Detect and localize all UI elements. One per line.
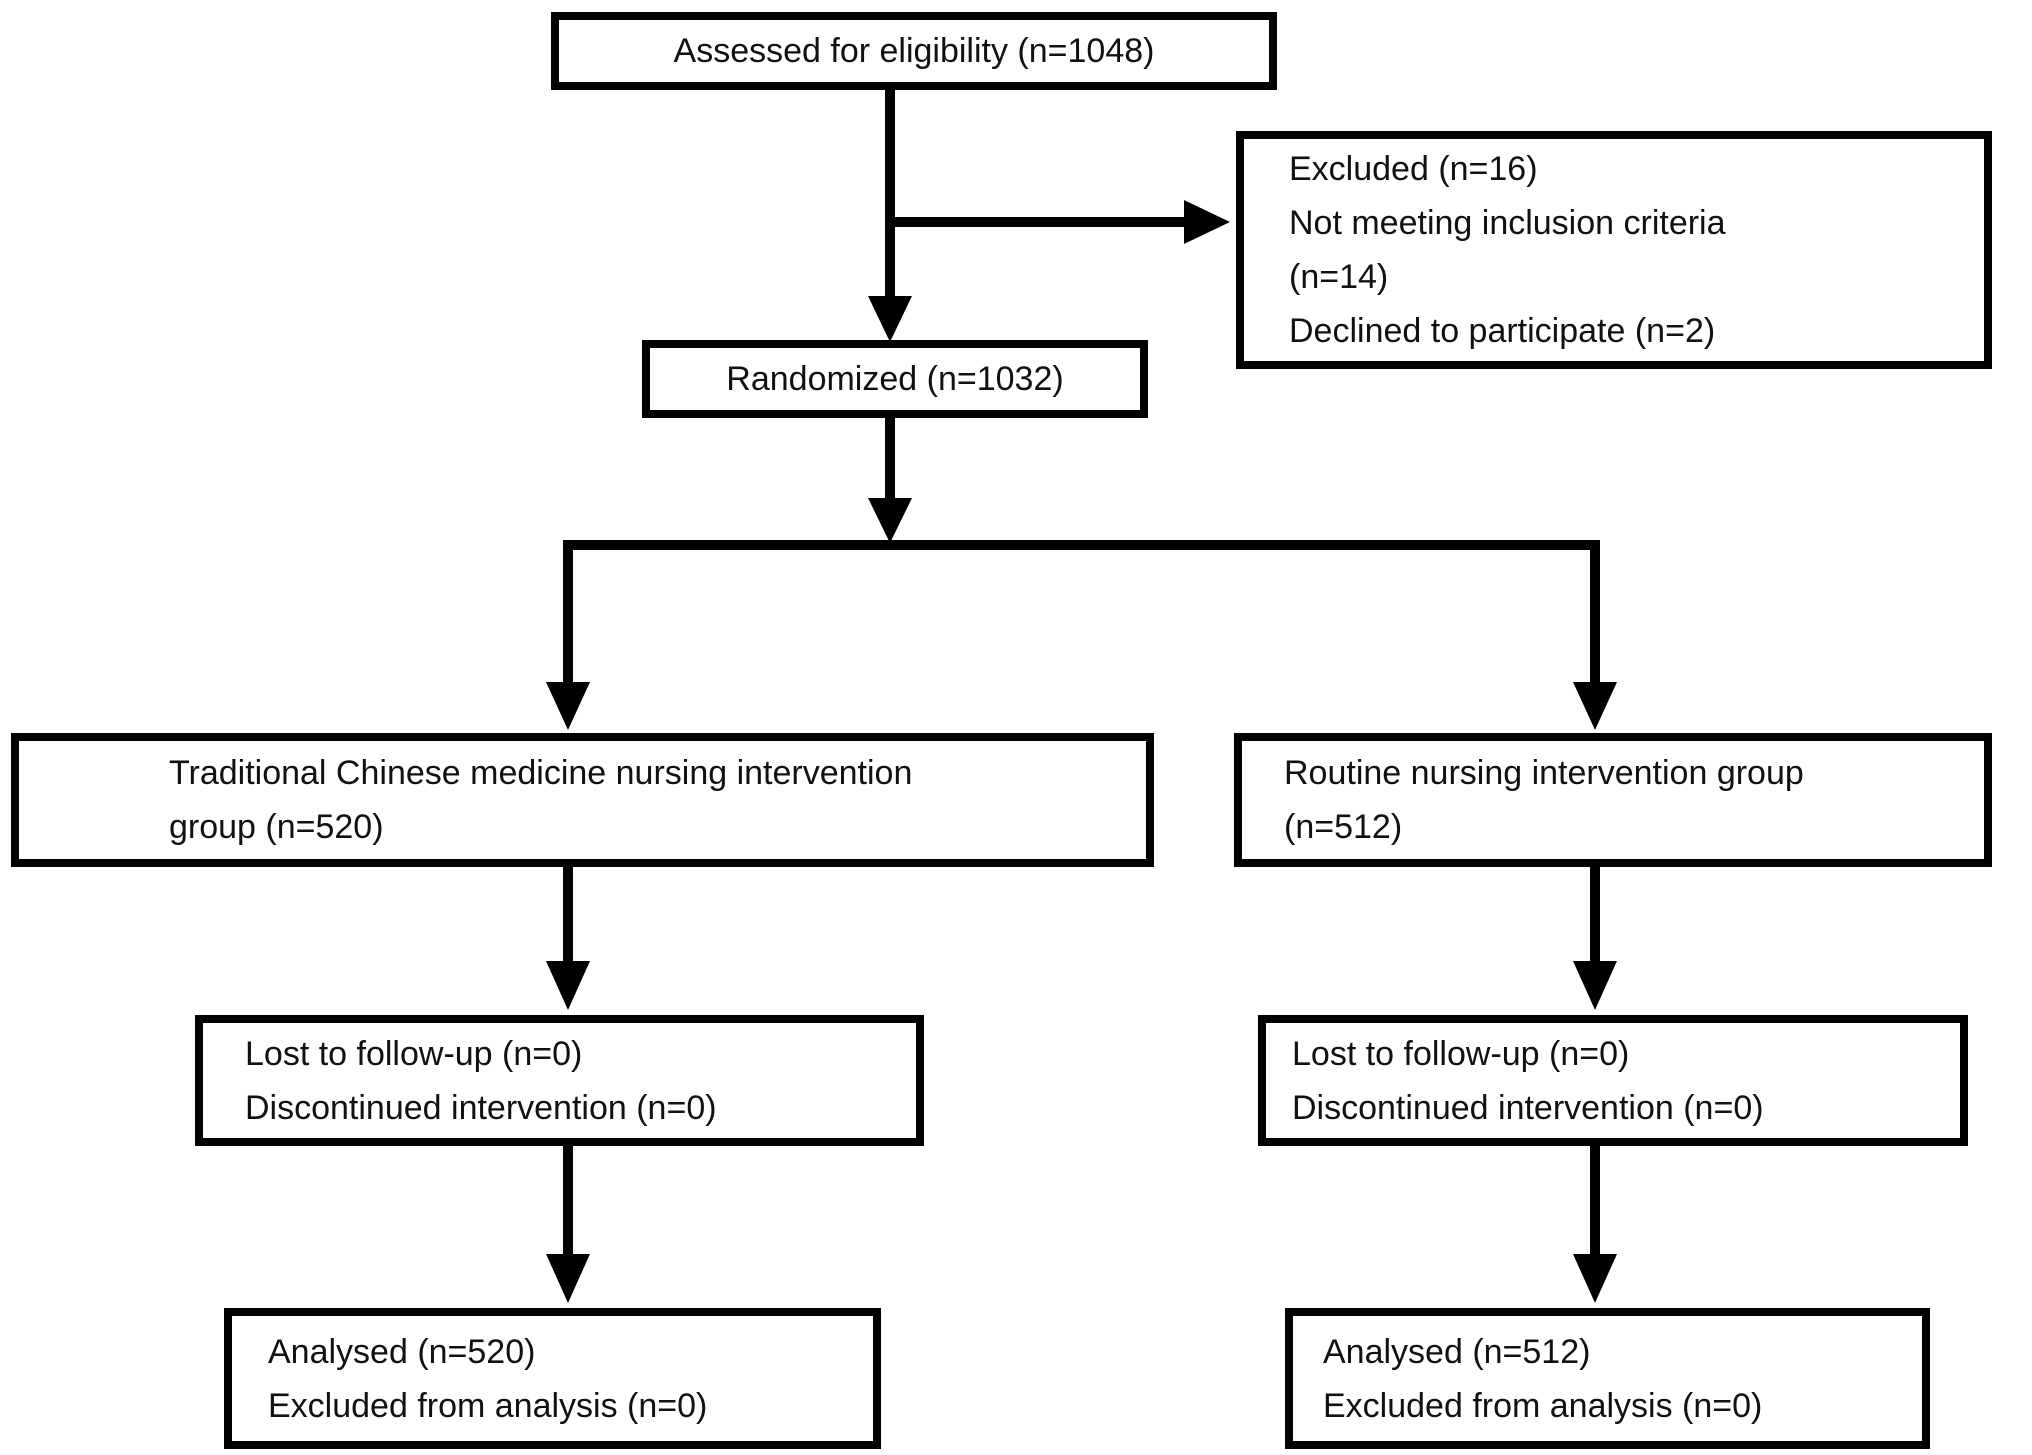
node-text: Assessed for eligibility (n=1048) [673,32,1155,70]
connector-tcm-to-lost [546,867,590,1010]
node-text: group (n=520) [169,808,384,846]
arrow-head [1184,200,1230,244]
node-tcm-nursing-intervention-group: Traditional Chinese medicine nursing int… [11,733,1154,867]
node-text: Declined to participate (n=2) [1289,312,1716,350]
arrow-head [868,498,912,543]
node-text: Analysed (n=520) [268,1332,536,1371]
arrow-head [1573,682,1617,730]
node-text: Excluded (n=16) [1289,150,1538,188]
node-excluded: Excluded (n=16) Not meeting inclusion cr… [1236,131,1992,369]
node-text: (n=512) [1284,808,1403,846]
arrow-head [546,961,590,1010]
node-lost-to-follow-up-tcm: Lost to follow-up (n=0) Discontinued int… [195,1015,924,1146]
node-text: (n=14) [1289,258,1389,296]
connector-randomized-to-branch [868,416,912,543]
node-analysed-tcm: Analysed (n=520) Excluded from analysis … [224,1308,881,1449]
node-routine-nursing-intervention-group: Routine nursing intervention group (n=51… [1234,733,1992,867]
node-lost-to-follow-up-routine: Lost to follow-up (n=0) Discontinued int… [1258,1015,1968,1146]
arrow-head [868,296,912,342]
node-text: Not meeting inclusion criteria [1289,204,1726,242]
connector-assessed-to-excluded [890,200,1230,244]
node-text: Routine nursing intervention group [1284,754,1804,792]
arrow-head [546,1254,590,1303]
arrow-head [1573,1254,1617,1303]
node-analysed-routine: Analysed (n=512) Excluded from analysis … [1285,1308,1930,1449]
node-text: Randomized (n=1032) [726,360,1064,398]
node-text: Lost to follow-up (n=0) [245,1034,583,1073]
arrow-head [1573,961,1617,1010]
branch-path [563,540,1600,684]
node-text: Excluded from analysis (n=0) [268,1386,708,1425]
connector-assessed-to-randomized [868,88,912,342]
connector-lost-to-analysed-right [1573,1146,1617,1303]
connector-lost-to-analysed-left [546,1146,590,1303]
node-assessed-for-eligibility: Assessed for eligibility (n=1048) [551,12,1277,90]
node-text: Discontinued intervention (n=0) [245,1088,717,1127]
connector-routine-to-lost [1573,867,1617,1010]
node-text: Discontinued intervention (n=0) [1292,1088,1764,1127]
node-text: Excluded from analysis (n=0) [1323,1386,1763,1425]
node-text: Lost to follow-up (n=0) [1292,1034,1630,1073]
node-randomized: Randomized (n=1032) [642,340,1148,418]
node-text: Analysed (n=512) [1323,1332,1591,1371]
node-text: Traditional Chinese medicine nursing int… [169,754,913,792]
branch-split-line [546,540,1617,730]
arrow-head [546,682,590,730]
